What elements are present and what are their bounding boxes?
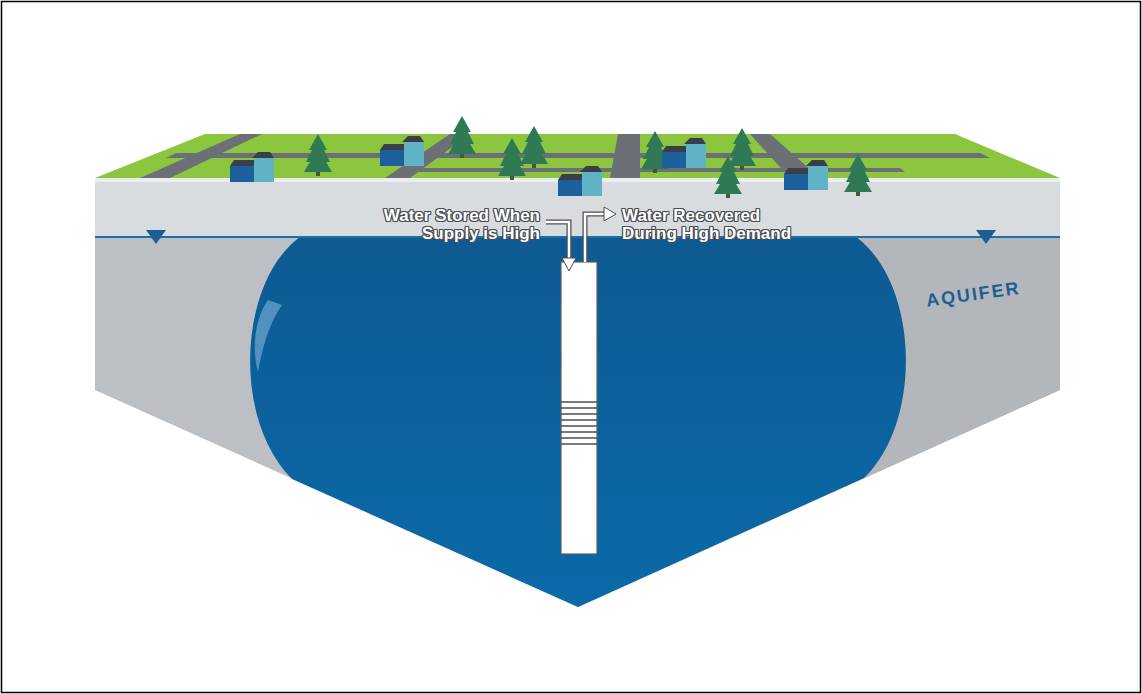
recovery-callout: Water Recovered During High Demand xyxy=(622,207,807,243)
storage-callout: Water Stored When Supply is High xyxy=(365,207,540,243)
